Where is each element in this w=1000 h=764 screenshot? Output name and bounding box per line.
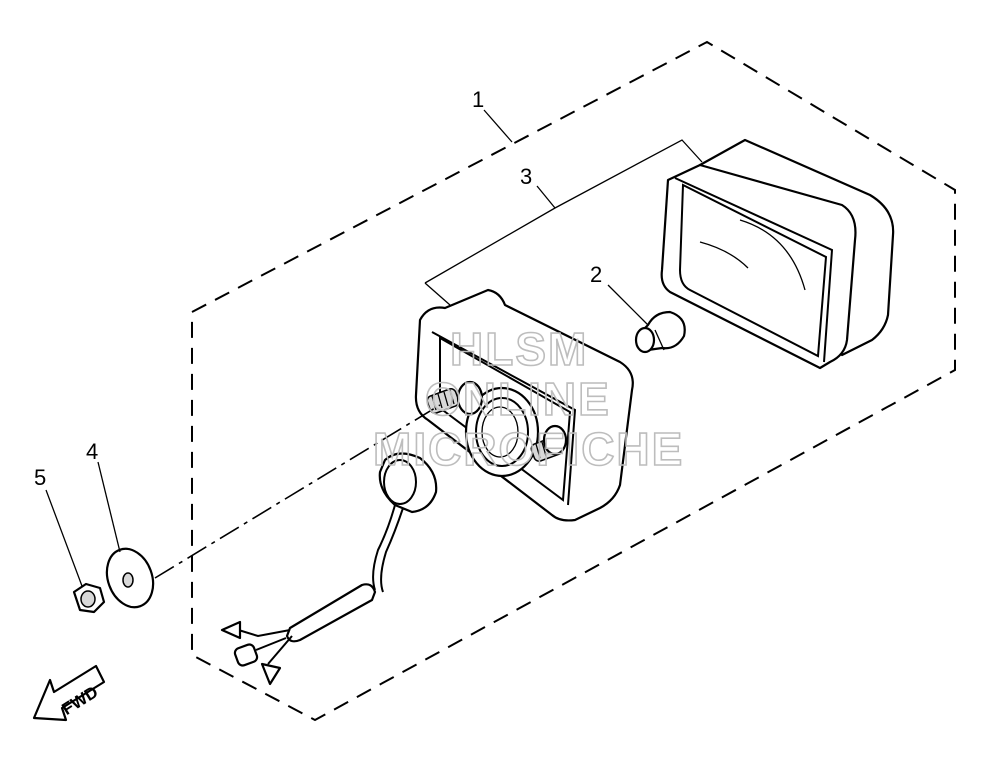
watermark-line-3: MICROFICHE xyxy=(373,423,684,475)
callout-4-leader xyxy=(97,461,121,553)
socket-harness xyxy=(220,452,438,686)
bulb xyxy=(634,310,686,354)
callout-4: 4 xyxy=(86,439,98,464)
callout-2: 2 xyxy=(590,262,602,287)
callout-3-bracket-left xyxy=(424,282,451,306)
callout-2-leader xyxy=(607,284,649,326)
callout-3-bracket xyxy=(424,139,703,284)
callout-5: 5 xyxy=(34,465,46,490)
washer xyxy=(105,547,155,609)
assembly-boundary xyxy=(191,40,956,722)
assembly-centerline xyxy=(154,404,441,579)
callout-3: 3 xyxy=(520,164,532,189)
lamp-lens xyxy=(660,138,895,370)
callout-1-leader xyxy=(483,109,513,143)
callout-5-leader xyxy=(45,489,83,587)
watermark-line-2: ONLINE xyxy=(425,373,611,425)
nut xyxy=(72,582,106,614)
watermark: HLSM ONLINE MICROFICHE xyxy=(372,322,684,476)
lamp-housing xyxy=(414,288,634,522)
watermark-line-1: HLSM xyxy=(450,323,588,375)
callout-3-leader xyxy=(536,185,556,209)
fwd-arrow: FWD xyxy=(32,664,106,722)
callout-1: 1 xyxy=(472,87,484,112)
